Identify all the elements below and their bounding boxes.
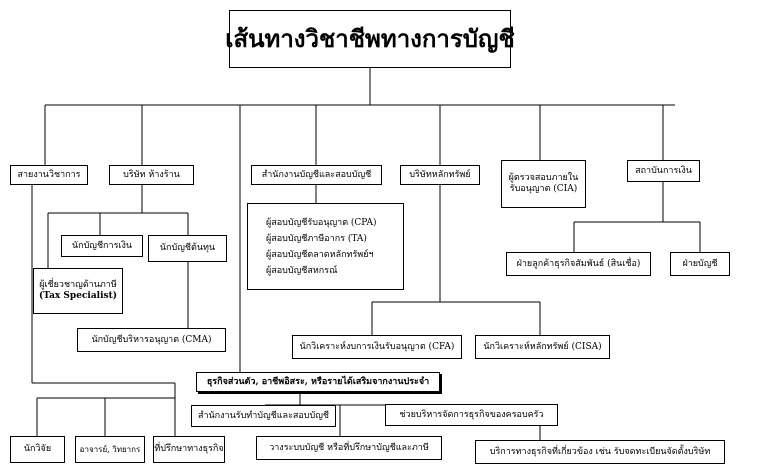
tax-specialist-box: ผู้เชี่ยวชาญด้านภาษี (Tax Specialist) — [33, 268, 123, 314]
researcher-box: นักวิจัย — [10, 436, 65, 463]
business-consultant-box: ที่ปรึกษาทางธุรกิจ — [153, 436, 225, 463]
list-item: ผู้สอบบัญชีสหกรณ์ — [266, 265, 338, 276]
system-consultant-box: วางระบบบัญชี หรือที่ปรึกษาบัญชีและภาษี — [256, 436, 442, 460]
page-title: เส้นทางวิชาชีพทางการบัญชี — [225, 10, 515, 68]
internal-auditor-line1: ผู้ตรวจสอบภายใน — [508, 173, 579, 184]
financial-accountant-box: นักบัญชีการเงิน — [61, 235, 143, 257]
audit-office-box: สำนักงานบัญชีและสอบบัญชี — [251, 165, 382, 185]
related-services-box: บริการทางธุรกิจที่เกี่ยวข้อง เช่น รับจดท… — [475, 440, 725, 464]
financial-institution-box: สถาบันการเงิน — [627, 160, 700, 182]
academic-track-box: สายงานวิชาการ — [10, 165, 88, 185]
list-item: ผู้สอบบัญชีรับอนุญาต (CPA) — [266, 217, 377, 228]
audit-office-list: ผู้สอบบัญชีรับอนุญาต (CPA) ผู้สอบบัญชีภา… — [247, 203, 404, 290]
lecturer-box: อาจารย์, วิทยากร — [75, 436, 145, 463]
tax-specialist-line1: ผู้เชี่ยวชาญด้านภาษี — [39, 280, 117, 291]
company-box: บริษัท ห้างร้าน — [109, 165, 194, 185]
cfa-box: นักวิเคราะห์งบการเงินรับอนุญาต (CFA) — [292, 335, 462, 359]
list-item: ผู้สอบบัญชีตลาดหลักทรัพย์ฯ — [266, 249, 374, 260]
tax-specialist-line2: (Tax Specialist) — [39, 291, 117, 301]
family-business-box: ช่วยบริหารจัดการธุรกิจของครอบครัว — [385, 404, 558, 426]
cma-box: นักบัญชีบริหารอนุญาต (CMA) — [77, 328, 226, 352]
accounting-department-box: ฝ่ายบัญชี — [670, 252, 730, 276]
private-business-box: ธุรกิจส่วนตัว, อาชีพอิสระ, หรือรายได้เสร… — [196, 372, 440, 392]
own-accounting-office-box: สำนักงานรับทำบัญชีและสอบบัญชี — [191, 405, 336, 427]
cisa-box: นักวิเคราะห์หลักทรัพย์ (CISA) — [475, 335, 610, 359]
list-item: ผู้สอบบัญชีภาษีอากร (TA) — [266, 233, 367, 244]
credit-department-box: ฝ่ายลูกค้าธุรกิจสัมพันธ์ (สินเชื่อ) — [506, 252, 651, 276]
internal-auditor-box: ผู้ตรวจสอบภายใน รับอนุญาต (CIA) — [501, 160, 586, 208]
internal-auditor-line2: รับอนุญาต (CIA) — [509, 184, 578, 194]
securities-company-box: บริษัทหลักทรัพย์ — [400, 165, 480, 185]
cost-accountant-box: นักบัญชีต้นทุน — [148, 235, 227, 262]
